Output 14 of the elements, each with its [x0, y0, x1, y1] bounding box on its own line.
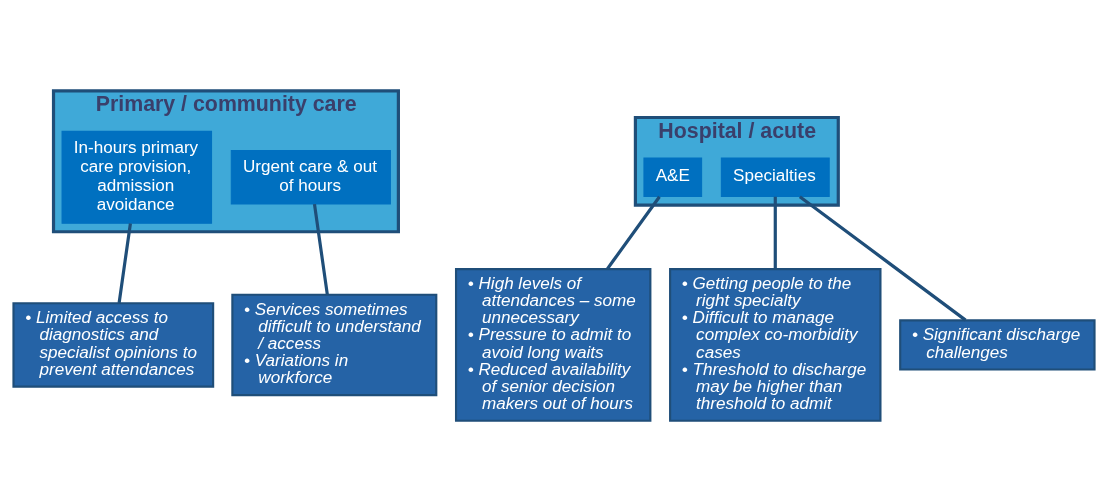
- node-box: • Significant discharge challenges: [899, 318, 1096, 371]
- node-box: • Getting people to the right specialty • Difficult to manage complex co-morbidity cases • Threshold to discharge may be higher than threshold to admit: [669, 267, 882, 422]
- connector: [117, 222, 132, 303]
- connector: [798, 194, 967, 321]
- connector: [773, 196, 777, 269]
- connector: [606, 195, 661, 270]
- connector: [312, 203, 329, 295]
- node-box: Urgent care & out of hours: [230, 149, 391, 205]
- node-box: In-hours primary care provision, admission avoidance: [61, 130, 213, 224]
- node-box: • High levels of attendances – some unnecessary • Pressure to admit to avoid long waits • Reduced availability of senior decision makers out of hours: [454, 267, 652, 422]
- node-box: • Limited access to diagnostics and specialist opinions to prevent attendances: [12, 301, 215, 388]
- node-box: • Services sometimes difficult to understand / access • Variations in workforce: [231, 293, 438, 396]
- node-box: A&E: [643, 157, 703, 197]
- node-box: Specialties: [720, 157, 830, 197]
